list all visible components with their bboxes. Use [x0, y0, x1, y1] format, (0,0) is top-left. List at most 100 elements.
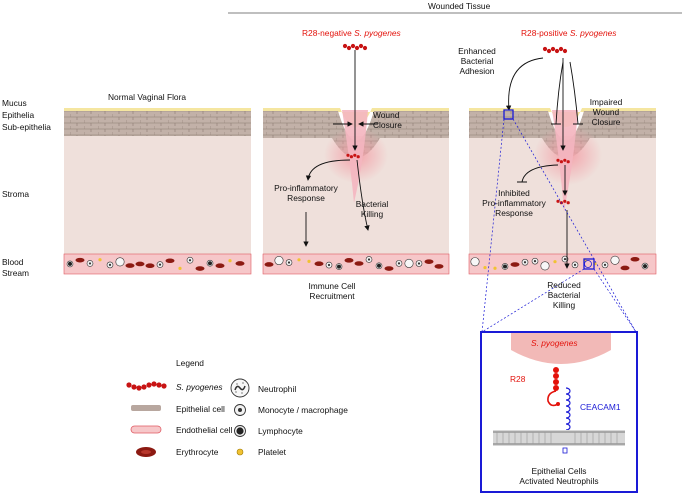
platelet [483, 265, 487, 270]
bacteria-chain-icon [126, 381, 167, 391]
erythrocyte [75, 257, 85, 263]
erythrocyte [620, 265, 630, 271]
bacterium [566, 160, 570, 164]
legend-label-platelet: Platelet [258, 447, 286, 457]
platelet [493, 266, 497, 270]
lymphocyte-nucleus [208, 261, 212, 266]
platelet-icon [236, 448, 244, 456]
lymphocyte-nucleus [377, 263, 381, 268]
neutrophil [274, 256, 284, 266]
adhesion-zoom-box [503, 109, 514, 120]
monocyte-nucleus [603, 263, 607, 266]
monocyte-nucleus [158, 263, 162, 266]
bacterium [353, 153, 357, 157]
legend-label-erythrocyte: Erythrocyte [176, 447, 219, 457]
row-label-stream: Stream [2, 268, 29, 278]
wounded-tissue-label: Wounded Tissue [428, 1, 491, 11]
erythrocyte [165, 258, 175, 264]
bacterium [356, 155, 360, 159]
erythrocyte [314, 261, 324, 267]
bacterium [562, 48, 568, 54]
neutrophil [470, 257, 480, 267]
monocyte-nucleus [108, 263, 112, 266]
bacterium [556, 199, 560, 203]
row-label-epithelia: Epithelia [2, 110, 35, 120]
erythrocyte-icon [136, 447, 156, 457]
bacterium [349, 155, 353, 159]
r28-label: R28 [510, 374, 526, 384]
normal-flora-title: Normal Vaginal Flora [108, 92, 187, 102]
platelet [98, 258, 102, 262]
bacterium [563, 199, 567, 203]
legend-label-s-pyogenes: S. pyogenes [176, 382, 223, 392]
platelet [553, 260, 557, 264]
erythrocyte [264, 262, 274, 267]
neutrophil [540, 261, 550, 271]
monocyte-nucleus [287, 261, 291, 264]
platelet [307, 259, 311, 263]
bacterium [346, 45, 352, 51]
bacterium [350, 43, 356, 49]
erythrocyte [145, 263, 155, 269]
zoom-guides [481, 118, 637, 333]
bacterium [362, 45, 368, 51]
bacterium [559, 160, 564, 164]
bacterium [346, 153, 350, 157]
bacterium [342, 43, 348, 49]
erythrocyte [125, 263, 135, 268]
legend-icons [126, 378, 250, 457]
monocyte-nucleus [563, 257, 567, 261]
platelet [228, 259, 232, 263]
ceacam1-label: CEACAM1 [580, 402, 621, 412]
neutrophil-zoom-box [583, 258, 595, 270]
bacterium [563, 158, 567, 162]
row-label-sub-epithelia: Sub-epithelia [2, 122, 51, 132]
platelet [297, 258, 301, 262]
monocyte-nucleus [327, 263, 331, 267]
negative-arrows [303, 50, 378, 247]
neutrophil-icon [230, 378, 250, 398]
erythrocyte [135, 261, 145, 267]
inset-species-label: S. pyogenes [531, 338, 578, 348]
positive-title: R28-positive S. pyogenes [521, 28, 617, 38]
row-label-stroma: Stroma [2, 189, 29, 199]
inset-panel [480, 331, 638, 493]
legend-label-lymphocyte: Lymphocyte [258, 426, 303, 436]
monocyte-nucleus [397, 262, 401, 265]
panel-normal [63, 108, 252, 275]
monocyte-nucleus [188, 259, 192, 262]
erythrocyte [354, 261, 364, 266]
monocyte-icon [234, 404, 246, 416]
positive-arrows [505, 57, 583, 269]
blood-cells [66, 255, 649, 271]
erythrocyte [195, 266, 205, 271]
monocyte-nucleus [533, 260, 537, 263]
epithelial-cell-icon [131, 405, 161, 411]
bacterium [556, 158, 560, 162]
monocyte-nucleus [417, 262, 421, 265]
erythrocyte [344, 258, 354, 263]
lymphocyte-nucleus [503, 264, 507, 269]
lymphocyte-nucleus [337, 264, 341, 269]
bacteria-chains [342, 43, 570, 205]
legend-label-endothelial: Endothelial cell [176, 425, 233, 435]
lymphocyte-nucleus [68, 261, 72, 266]
erythrocyte [235, 261, 245, 266]
lymphocyte-nucleus [643, 264, 647, 269]
lymphocyte-icon [234, 425, 246, 437]
platelet [178, 266, 182, 270]
legend-title: Legend [176, 358, 204, 368]
bacterium [566, 201, 570, 205]
neutrophil [115, 257, 125, 267]
row-label-blood: Blood [2, 257, 24, 267]
endothelial-cell-icon [130, 425, 162, 434]
row-label-mucus: Mucus [2, 98, 27, 108]
